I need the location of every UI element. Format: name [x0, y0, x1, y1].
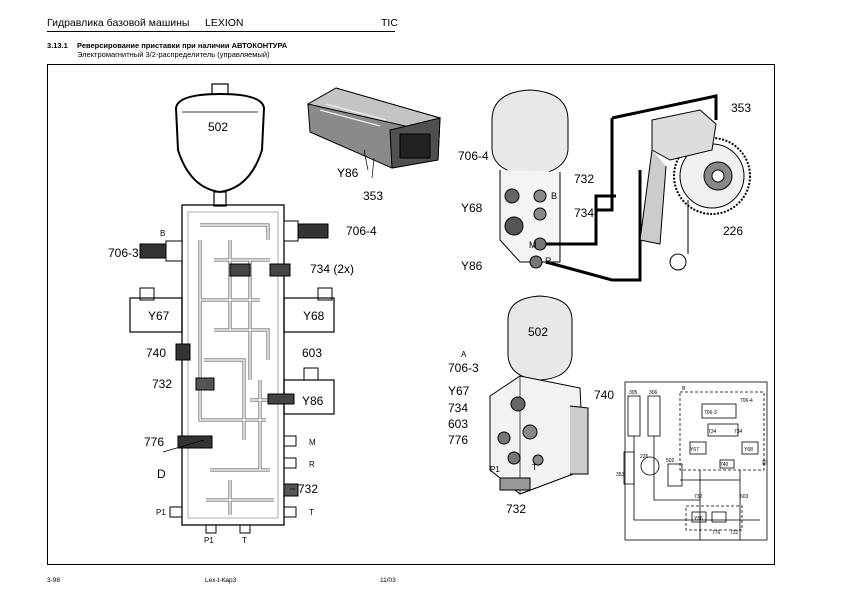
label-p1-left-bottom: P1 — [204, 536, 214, 545]
header-document-code: TIC — [381, 17, 398, 29]
schematic-label-y86: Y86 — [694, 516, 703, 522]
label-p1-right: P1 — [490, 465, 500, 474]
label-776-left: 776 — [144, 435, 164, 449]
schematic-label-776: 776 — [712, 530, 721, 536]
label-502-right: 502 — [528, 325, 548, 339]
label-t-left-side: T — [309, 508, 314, 517]
header-machine-name: LEXION — [205, 17, 244, 29]
label-y67-right: Y67 — [448, 384, 470, 398]
label-b-right: B — [551, 191, 557, 201]
schematic-label-353: 353 — [616, 472, 625, 478]
schematic-label-226: 226 — [640, 454, 649, 460]
label-740-right: 740 — [594, 388, 614, 402]
label-706-4-left: 706-4 — [346, 224, 377, 238]
schematic-label-734-a: 734 — [708, 429, 717, 435]
label-d-left: D — [157, 467, 166, 481]
label-353-right: 353 — [731, 101, 751, 115]
schematic-label-706-4: 706-4 — [740, 398, 753, 404]
label-t-right: T — [532, 463, 537, 472]
label-734-right-top: 734 — [574, 206, 594, 220]
footer-date: 11/03 — [380, 577, 396, 584]
label-734-2x: 734 (2x) — [310, 262, 354, 276]
label-603-right: 603 — [448, 417, 468, 431]
schematic-label-734-b: 734 — [734, 429, 743, 435]
label-r-right: R — [545, 256, 552, 266]
label-732-right-top: 732 — [574, 172, 594, 186]
label-m-left: M — [309, 438, 316, 447]
header-rule — [47, 31, 395, 32]
label-740-left: 740 — [146, 346, 166, 360]
label-734-right-bottom: 734 — [448, 401, 468, 415]
schematic-label-b: B — [682, 386, 686, 392]
label-706-3-right: 706-3 — [448, 361, 479, 375]
gear-sensor-illustration — [639, 109, 751, 271]
schematic-label-y67: Y67 — [690, 447, 699, 453]
label-y68-left: Y68 — [303, 309, 325, 323]
schematic-label-306: 306 — [649, 390, 658, 396]
label-a: A — [461, 350, 467, 359]
label-p1-left-side: P1 — [156, 508, 166, 517]
label-776-right: 776 — [448, 433, 468, 447]
label-732-left-a: 732 — [152, 377, 172, 391]
label-353-photo: 353 — [363, 189, 383, 203]
valve-unit-illustration — [306, 87, 442, 179]
footer-document-ref: Lex-t-Кар3 — [205, 577, 237, 584]
accumulator-block-3d-illustration — [489, 295, 589, 495]
label-y86-photo: Y86 — [337, 166, 359, 180]
schematic-label-740: 740 — [720, 462, 729, 468]
label-y67-left: Y67 — [148, 309, 170, 323]
label-y68-right: Y68 — [461, 201, 483, 215]
label-y86-right: Y86 — [461, 259, 483, 273]
schematic-label-y68: Y68 — [744, 447, 753, 453]
label-732-right-bottom: 732 — [506, 502, 526, 516]
label-y86-left: Y86 — [302, 394, 324, 408]
schematic-label-732-b: 732 — [730, 530, 739, 536]
schematic-label-706-3: 706-3 — [704, 410, 717, 416]
label-706-4-right: 706-4 — [458, 149, 489, 163]
footer-page-number: 3-98 — [47, 577, 61, 584]
section-subtitle: Электромагнитный 3/2-распределитель (упр… — [77, 50, 270, 59]
schematic-label-iii: III — [762, 460, 768, 467]
label-b-left: B — [160, 229, 165, 238]
schematic-label-603: 603 — [740, 494, 749, 500]
accumulator-assembly-illustration — [491, 89, 718, 282]
label-m-right: M — [529, 240, 537, 250]
valve-block-diagram — [129, 83, 335, 534]
label-t-left-bottom: T — [242, 536, 247, 545]
schematic-label-502: 502 — [666, 458, 675, 464]
figure-frame — [47, 64, 775, 565]
label-603-left: 603 — [302, 346, 322, 360]
header-section-title: Гидравлика базовой машины — [47, 17, 190, 29]
hydraulic-schematic — [623, 381, 768, 541]
schematic-label-732-a: 732 — [694, 494, 703, 500]
label-502-left: 502 — [208, 120, 228, 134]
label-732-left-b: 732 — [298, 482, 318, 496]
label-r-left: R — [309, 460, 315, 469]
label-226: 226 — [723, 224, 743, 238]
schematic-label-305: 305 — [629, 390, 638, 396]
label-706-3-left: 706-3 — [108, 246, 139, 260]
section-title: Реверсирование приставки при наличии АВТ… — [77, 41, 288, 50]
section-number: 3.13.1 — [47, 41, 68, 50]
